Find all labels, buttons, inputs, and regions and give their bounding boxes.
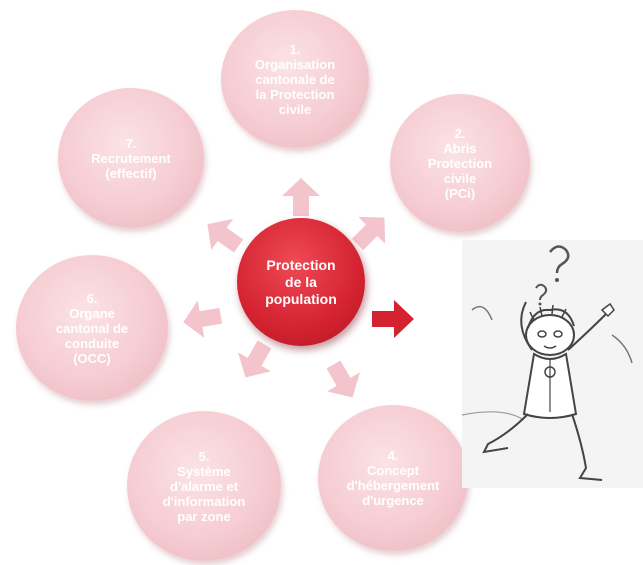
petal-1: 1. Organisation cantonale de la Protecti… <box>221 10 369 148</box>
hub-label: Protection de la population <box>265 256 337 307</box>
arrow-up <box>282 178 320 216</box>
arrow-upleft <box>207 218 244 253</box>
petal-5: 5. Système d'alarme et d'information par… <box>127 411 281 561</box>
petal-2: 2. Abris Protection civile (PCi) <box>390 94 530 232</box>
petal-7-label: 7. Recrutement (effectif) <box>91 135 171 181</box>
arrow-left <box>183 300 223 338</box>
petal-6-label: 6. Organe cantonal de conduite (OCC) <box>55 290 129 366</box>
hub-circle: Protection de la population <box>237 218 365 346</box>
arrow-upright <box>351 216 386 251</box>
arrow-right-red <box>372 300 414 338</box>
petal-4-label: 4. Concept d'hébergement d'urgence <box>346 448 440 508</box>
arrow-downright <box>326 360 360 398</box>
arrow-downleft <box>238 340 272 378</box>
petal-5-label: 5. Système d'alarme et d'information par… <box>162 448 246 524</box>
petal-2-label: 2. Abris Protection civile (PCi) <box>427 125 493 201</box>
petal-1-label: 1. Organisation cantonale de la Protecti… <box>254 41 336 117</box>
petal-4: 4. Concept d'hébergement d'urgence <box>318 405 468 551</box>
confused-person-illustration <box>462 240 643 488</box>
petal-6: 6. Organe cantonal de conduite (OCC) <box>16 255 168 401</box>
petal-7: 7. Recrutement (effectif) <box>58 88 204 228</box>
